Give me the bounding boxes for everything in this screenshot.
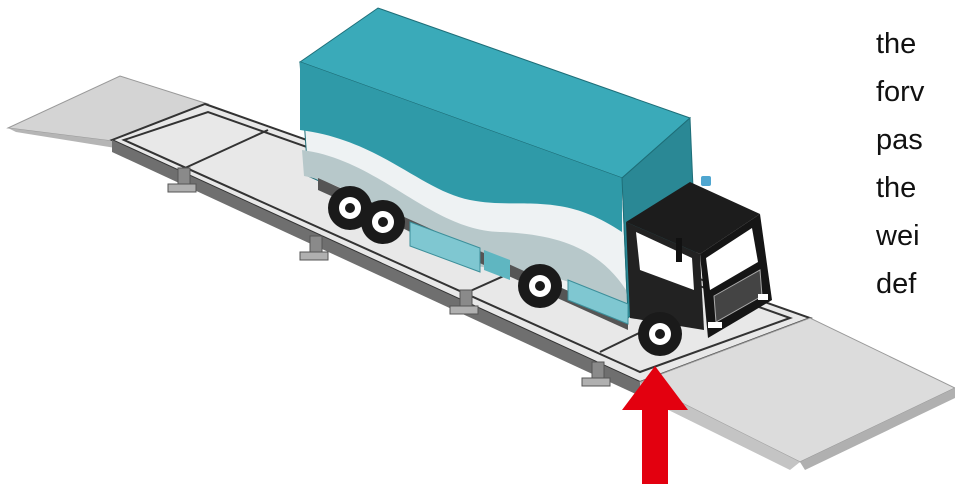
caption-text: the forv pas the wei def	[876, 20, 955, 308]
truck	[300, 8, 772, 356]
caption-line-1: the	[876, 20, 955, 68]
caption-line-2: forv	[876, 68, 955, 116]
caption-line-4: the	[876, 164, 955, 212]
caption-line-3: pas	[876, 116, 955, 164]
rear-wheel-2	[361, 200, 405, 244]
caption-line-5: wei	[876, 212, 955, 260]
caption-line-6: def	[876, 260, 955, 308]
front-wheel	[638, 312, 682, 356]
middle-wheel	[518, 264, 562, 308]
